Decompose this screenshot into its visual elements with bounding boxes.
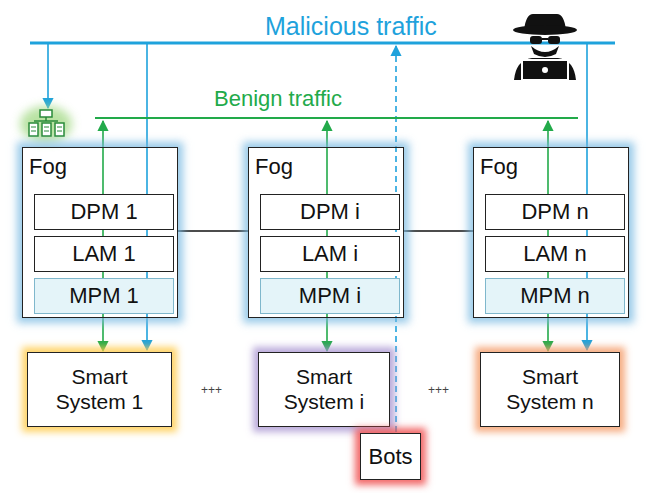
traffic-label: Benign traffic xyxy=(211,86,345,112)
module-box: LAM n xyxy=(485,236,625,272)
node-label: MPM n xyxy=(520,283,590,308)
malicious-line xyxy=(30,42,615,45)
hacker-icon xyxy=(513,14,577,80)
node-label: Smart System i xyxy=(265,365,383,413)
module-box: MPM n xyxy=(485,278,625,314)
node-label: DPM n xyxy=(521,199,588,224)
node-label: LAM i xyxy=(302,241,358,266)
node-label: MPM 1 xyxy=(69,283,139,308)
node-label: LAM n xyxy=(523,241,587,266)
system-box: Smart System n xyxy=(480,352,620,427)
module-box: MPM i xyxy=(260,278,400,314)
node-label: DPM 1 xyxy=(70,199,137,224)
fog-box: FogDPM i LAM i MPM i xyxy=(248,147,404,318)
connector xyxy=(326,314,328,351)
fog-label: Fog xyxy=(255,154,293,179)
fog-box: FogDPM 1 LAM 1 MPM 1 xyxy=(22,147,178,318)
node-label: LAM 1 xyxy=(72,241,136,266)
system-box: Smart System i xyxy=(258,352,390,427)
fog-label: Fog xyxy=(29,154,67,179)
ellipsis-mark: +++ xyxy=(201,383,222,397)
ellipsis-mark: +++ xyxy=(428,383,449,397)
router-icon xyxy=(20,106,72,142)
node-label: Smart System 1 xyxy=(41,365,159,413)
node-label: Smart System n xyxy=(491,365,609,413)
fog-box: FogDPM n LAM n MPM n xyxy=(473,147,629,318)
module-box: LAM 1 xyxy=(34,236,174,272)
bots-box: Bots xyxy=(360,433,421,480)
connector xyxy=(178,230,248,232)
node-label: DPM i xyxy=(300,199,360,224)
connector xyxy=(404,230,473,232)
module-box: MPM 1 xyxy=(34,278,174,314)
fog-label: Fog xyxy=(480,154,518,179)
system-box: Smart System 1 xyxy=(27,352,172,427)
module-box: DPM 1 xyxy=(34,194,174,230)
module-box: DPM i xyxy=(260,194,400,230)
module-box: DPM n xyxy=(485,194,625,230)
node-label: Bots xyxy=(368,444,412,469)
node-label: MPM i xyxy=(299,283,361,308)
module-box: LAM i xyxy=(260,236,400,272)
connector xyxy=(547,314,549,351)
traffic-label: Malicious traffic xyxy=(262,12,440,41)
malicious-arrow xyxy=(47,43,49,108)
connector xyxy=(102,314,104,351)
benign-line xyxy=(95,117,578,119)
